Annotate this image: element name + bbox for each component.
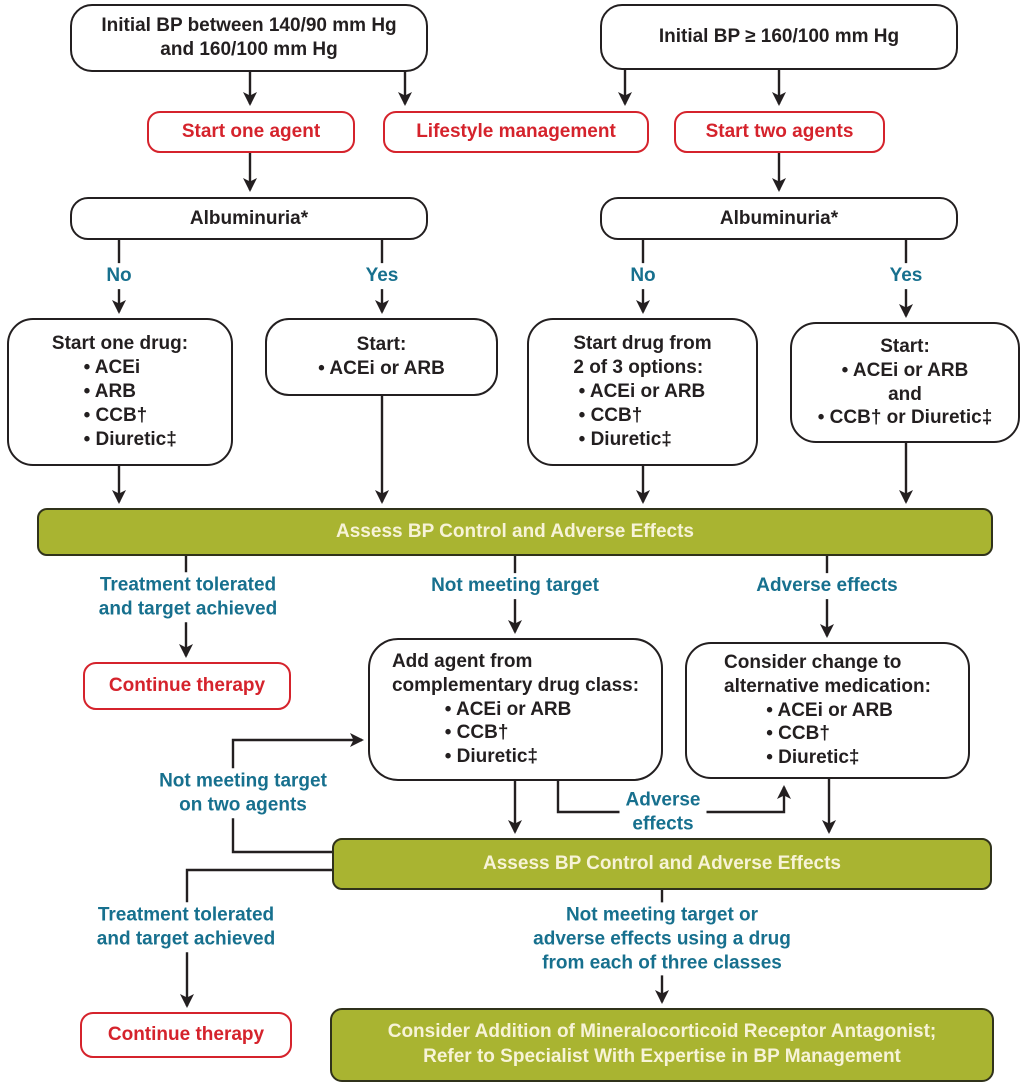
node-start-2-of-3-options: Start drug from 2 of 3 options: • ACEi o…	[527, 318, 758, 466]
label-not-meeting-three-classes: Not meeting target or adverse effects us…	[527, 902, 797, 976]
label-treatment-tolerated-2: Treatment tolerated and target achieved	[90, 902, 282, 952]
node-albuminuria-right: Albuminuria*	[600, 197, 958, 240]
bar-mineralocorticoid-referral: Consider Addition of Mineralocorticoid R…	[330, 1008, 994, 1082]
node-initial-bp-over-160: Initial BP ≥ 160/100 mm Hg	[600, 4, 958, 70]
node-initial-bp-140-160: Initial BP between 140/90 mm Hg and 160/…	[70, 4, 428, 72]
node-start-two-agents: Start two agents	[674, 111, 885, 153]
node-albuminuria-left: Albuminuria*	[70, 197, 428, 240]
label-adverse-effects: Adverse effects	[750, 573, 904, 599]
label-treatment-tolerated-1: Treatment tolerated and target achieved	[92, 572, 284, 622]
node-continue-therapy-1: Continue therapy	[83, 662, 291, 710]
node-start-one-agent: Start one agent	[147, 111, 355, 153]
label-yes-left: Yes	[359, 263, 405, 289]
node-start-two-drug-combo: Start: • ACEi or ARB and • CCB† or Diure…	[790, 322, 1020, 443]
node-start-one-drug: Start one drug: • ACEi • ARB • CCB† • Di…	[7, 318, 233, 466]
node-continue-therapy-2: Continue therapy	[80, 1012, 292, 1058]
label-no-right: No	[624, 263, 662, 289]
node-lifestyle-management: Lifestyle management	[383, 111, 649, 153]
node-consider-change: Consider change to alternative medicatio…	[685, 642, 970, 779]
node-start-acei-or-arb: Start: • ACEi or ARB	[265, 318, 498, 396]
label-no-left: No	[100, 263, 138, 289]
label-yes-right: Yes	[883, 263, 929, 289]
label-adverse-effects-2: Adverse effects	[619, 787, 707, 837]
bar-assess-bp-2: Assess BP Control and Adverse Effects	[332, 838, 992, 890]
bar-assess-bp-1: Assess BP Control and Adverse Effects	[37, 508, 993, 556]
node-add-agent: Add agent from complementary drug class:…	[368, 638, 663, 781]
label-not-meeting-two-agents: Not meeting target on two agents	[153, 768, 333, 818]
label-not-meeting-target: Not meeting target	[425, 573, 605, 599]
